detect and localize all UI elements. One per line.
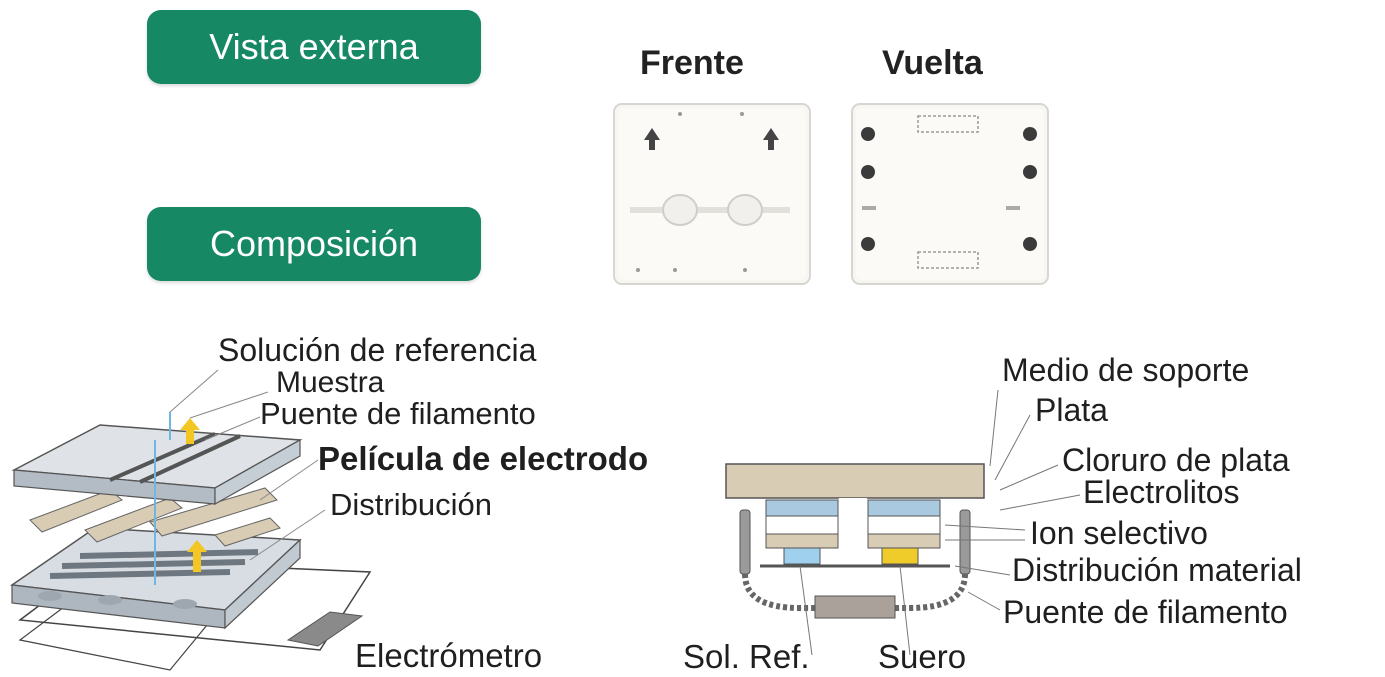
- silver-label: Plata: [1035, 392, 1108, 428]
- composition-label: Composición: [209, 223, 419, 264]
- back-view-title: Vuelta: [882, 44, 983, 82]
- reference-solution-label: Solución de referencia: [218, 332, 537, 368]
- sample-label: Muestra: [276, 366, 385, 399]
- external-view-label: Vista externa: [209, 26, 419, 67]
- cross-section-illustration: [725, 389, 1081, 656]
- ref-solution-label: Sol. Ref.: [683, 638, 810, 675]
- distribution-label: Distribución: [330, 487, 492, 522]
- exploded-view-illustration: [9, 369, 372, 671]
- front-card-image: [613, 103, 811, 285]
- support-medium-label: Medio de soporte: [1002, 352, 1250, 388]
- electrometer-label: Electrómetro: [355, 637, 543, 674]
- back-card-image: [851, 103, 1049, 285]
- distribution-material-label: Distribución material: [1012, 552, 1302, 588]
- electrode-film-label: Película de electrodo: [318, 440, 649, 477]
- electrolytes-label: Electrolitos: [1083, 474, 1240, 510]
- silver-chloride-label: Cloruro de plata: [1062, 442, 1290, 478]
- ion-selective-label: Ion selectivo: [1030, 515, 1208, 551]
- front-view-title: Frente: [640, 44, 744, 82]
- serum-label: Suero: [878, 638, 967, 675]
- filament-bridge-label: Puente de filamento: [260, 396, 536, 431]
- filament-bridge-section-label: Puente de filamento: [1003, 594, 1288, 630]
- external-view-button[interactable]: Vista externa: [147, 10, 481, 84]
- composition-button[interactable]: Composición: [147, 207, 481, 281]
